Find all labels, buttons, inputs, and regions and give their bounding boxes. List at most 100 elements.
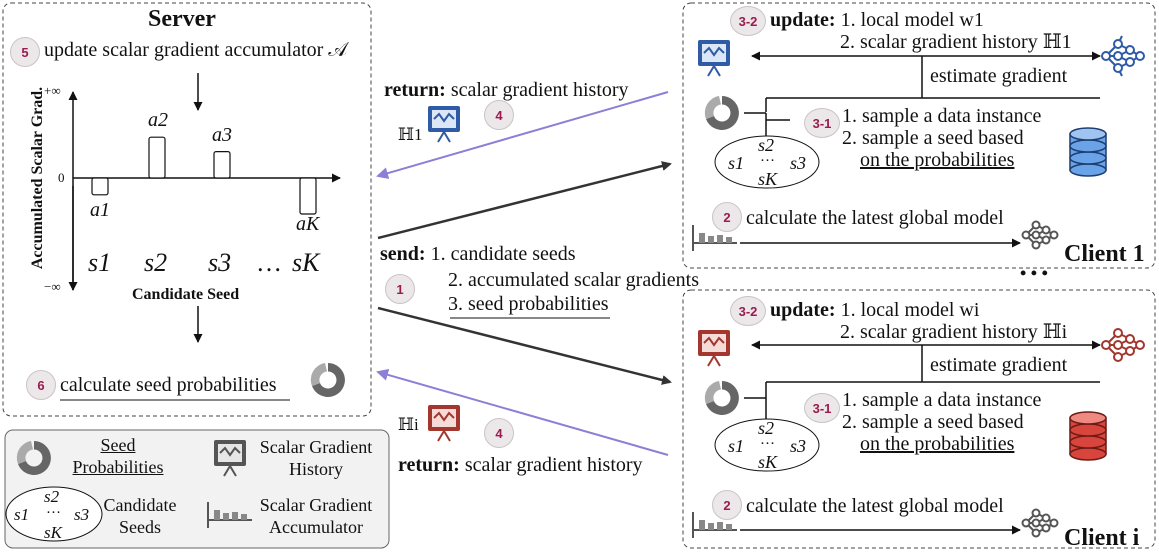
legend-seed-sK: sK <box>44 523 62 542</box>
step-2-badge: 2 <box>712 202 742 232</box>
clienti-sample-1: 1. sample a data instance <box>842 389 1042 411</box>
client1-seed-ellipsis: … <box>760 149 775 165</box>
return-arrow-bottom <box>376 368 669 456</box>
step-3-2-badge: 3-2 <box>730 6 766 36</box>
seed-probabilities-icon <box>704 381 739 415</box>
client1-seed-s3: s3 <box>790 153 807 173</box>
client1-sample-1: 1. sample a data instance <box>842 105 1042 127</box>
bar-group <box>91 136 317 215</box>
bar-label-a1: a1 <box>90 199 110 221</box>
legend-seed-prob-1: Seed <box>100 435 136 455</box>
seed-probabilities-icon <box>16 441 51 475</box>
scalar-gradient-history-icon <box>698 330 730 367</box>
send-arrow-bottom <box>377 306 672 385</box>
step-3-2-badge: 3-2 <box>730 296 766 326</box>
y-zero-label: 0 <box>58 170 65 185</box>
clienti-sample-2b: on the probabilities <box>860 433 1015 455</box>
y-top-label: +∞ <box>44 83 61 98</box>
step-3-1-badge: 3-1 <box>804 393 840 423</box>
client1-sample-2b: on the probabilities <box>860 149 1015 171</box>
dots: • • • <box>1020 263 1048 283</box>
step-4-badge-top: 4 <box>484 100 514 130</box>
return-top-text: scalar gradient history <box>450 79 629 101</box>
seed-sK: sK <box>292 248 320 277</box>
legend-cand-1: Candidate <box>103 495 177 515</box>
seed-s1: s1 <box>88 248 112 277</box>
x-axis-label: Candidate Seed <box>132 286 240 303</box>
scalar-gradient-accumulator-icon <box>692 225 737 251</box>
return-top-bold: return: <box>384 79 446 101</box>
neural-network-icon <box>1021 508 1059 538</box>
send-item-3: 3. seed probabilities <box>448 294 609 314</box>
return-bottom-bold: return: <box>398 454 460 476</box>
client1-name: Client 1 <box>1064 241 1145 267</box>
clienti-estimate: estimate gradient <box>930 354 1068 376</box>
neural-network-icon <box>1101 35 1145 77</box>
clienti-seed-s3: s3 <box>790 436 807 456</box>
database-icon <box>1069 127 1107 177</box>
h1-label: ℍ1 <box>398 125 423 144</box>
send-item-3-text: 3. seed probabilities <box>448 293 609 315</box>
scalar-gradient-accumulator-icon <box>207 502 252 528</box>
client1-seed-s1: s1 <box>728 153 745 173</box>
clienti-update-1: 1. local model wi <box>840 299 980 321</box>
neural-network-icon <box>1021 220 1059 250</box>
clienti-seed-sK: sK <box>758 452 778 472</box>
legend-seed-s2: s2 <box>44 487 60 506</box>
client1-update-1: 1. local model w1 <box>840 9 984 31</box>
hi-label: ℍi <box>398 415 419 434</box>
clienti-seed-s2: s2 <box>758 418 775 438</box>
scalar-gradient-history-icon <box>214 440 246 477</box>
send-label: send: 1. candidate seeds <box>380 244 576 264</box>
clienti-name: Client i <box>1064 525 1140 551</box>
scalar-gradient-history-icon <box>698 40 730 77</box>
bar-label-a2: a2 <box>148 109 168 131</box>
bar-sK <box>299 177 317 215</box>
client1-sample-2a: 2. sample a seed based <box>842 127 1024 149</box>
legend-seed-s3: s3 <box>74 505 90 524</box>
seed-probabilities-icon <box>310 363 345 397</box>
step-5-badge: 5 <box>10 37 40 67</box>
clienti-calc: calculate the latest global model <box>746 495 1004 517</box>
server-title: Server <box>148 6 216 32</box>
neural-network-icon <box>1101 328 1145 362</box>
bar-label-a3: a3 <box>212 124 232 146</box>
step-2-badge: 2 <box>712 490 742 520</box>
legend-seed-ellipsis: … <box>46 501 61 517</box>
client1-estimate: estimate gradient <box>930 65 1068 87</box>
step-5-text: update scalar gradient accumulator 𝒜 <box>44 39 348 61</box>
bar-label-aK: aK <box>296 213 320 235</box>
clienti-seed-s1: s1 <box>728 436 745 456</box>
legend-sgh-2: History <box>289 459 343 479</box>
client1-seed-sK: sK <box>758 169 778 189</box>
send-item-1: 1. candidate seeds <box>430 243 576 265</box>
legend-sgh-1: Scalar Gradient <box>259 437 373 457</box>
clienti-seed-ellipsis: … <box>760 432 775 448</box>
legend-sga-1: Scalar Gradient <box>259 495 373 515</box>
step-3-1-badge: 3-1 <box>804 108 840 138</box>
clienti-sample-2a: 2. sample a seed based <box>842 411 1024 433</box>
clienti-update-bold: update: <box>770 299 836 321</box>
legend-seed-prob-2: Probabilities <box>72 457 164 477</box>
client1-update: update: 1. local model w1 <box>770 10 984 30</box>
database-icon <box>1069 411 1107 461</box>
server-box <box>2 2 372 417</box>
client1-update-bold: update: <box>770 9 836 31</box>
bar-s3 <box>213 151 231 179</box>
seed-s3: s3 <box>208 248 232 277</box>
scalar-gradient-history-icon <box>428 405 460 442</box>
client1-calc: calculate the latest global model <box>746 207 1004 229</box>
step-4-badge-bottom: 4 <box>484 418 514 448</box>
bar-s2 <box>148 136 166 179</box>
legend-sga-2: Accumulator <box>269 517 363 537</box>
legend-cand-2: Seeds <box>119 517 161 537</box>
client1-box <box>682 2 1156 269</box>
return-bottom-text: scalar gradient history <box>464 454 643 476</box>
return-arrow-top <box>376 91 669 179</box>
seed-ellipsis: … <box>256 248 282 277</box>
client1-seed-s2: s2 <box>758 135 775 155</box>
scalar-gradient-history-icon <box>428 106 460 143</box>
legend-seed-s1: s1 <box>14 505 30 524</box>
clienti-update-2: 2. scalar gradient history ℍi <box>840 321 1068 343</box>
clienti-box <box>682 289 1156 549</box>
